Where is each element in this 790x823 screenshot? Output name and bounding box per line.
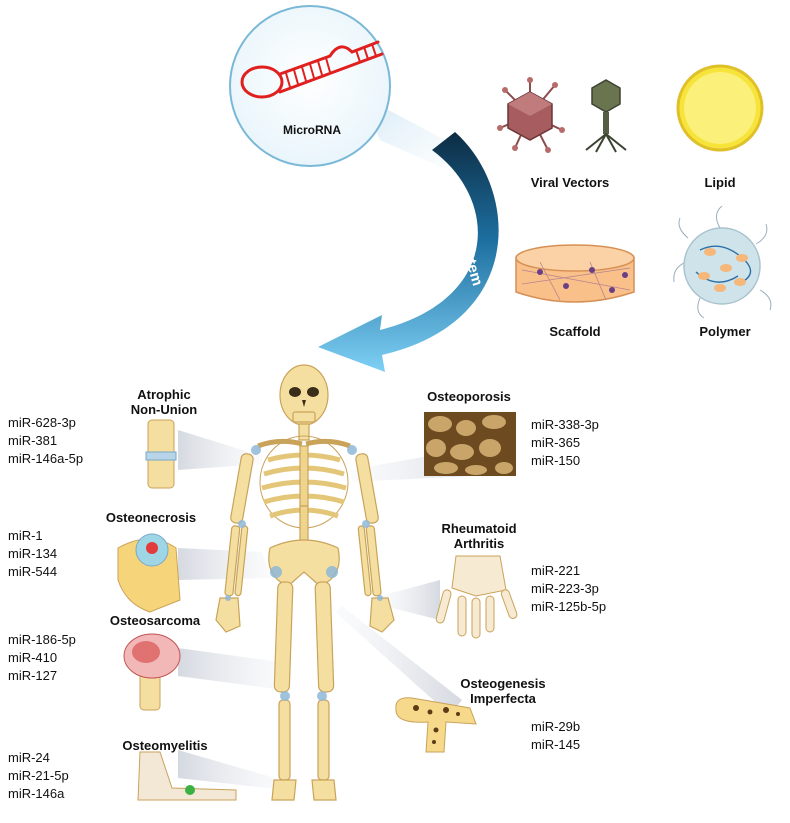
mirna-item: miR-381 [8, 433, 58, 448]
mirna-item: miR-223-3p [531, 581, 599, 596]
joint-markers [225, 445, 383, 701]
mirna-item: miR-628-3p [8, 415, 76, 430]
mirna-item: miR-127 [8, 668, 58, 683]
mirna-item: miR-544 [8, 564, 58, 579]
mirna-item: miR-146a [8, 786, 65, 801]
mirna-item: miR-150 [531, 453, 581, 468]
mirna-item: miR-134 [8, 546, 58, 561]
carrier-viral-vectors-label: Viral Vectors [530, 175, 610, 190]
atrophic-nonunion-mirnas: miR-628-3p miR-381 miR-146a-5p [8, 414, 83, 468]
lipid-icon [676, 64, 764, 152]
mirna-item: miR-125b-5p [531, 599, 607, 614]
osteoporosis-title: Osteoporosis [427, 389, 511, 404]
skeleton-figure [215, 364, 395, 801]
osteonecrosis-title: Osteonecrosis [105, 510, 197, 525]
osteogenesis-imperfecta-title: Osteogenesis Imperfecta [460, 676, 546, 706]
microrna-circle [229, 5, 391, 167]
viral-vector-icon [497, 77, 627, 153]
rheumatoid-arthritis-title: Rheumatoid Arthritis [441, 521, 517, 551]
osteoporosis-mirnas: miR-338-3p miR-365 miR-150 [531, 416, 599, 470]
mirna-item: miR-221 [531, 563, 581, 578]
atrophic-nonunion-title: Atrophic Non-Union [130, 387, 198, 417]
osteoporosis-icon [424, 412, 516, 476]
osteonecrosis-mirnas: miR-1 miR-134 miR-544 [8, 527, 57, 581]
mirna-item: miR-146a-5p [8, 451, 84, 466]
scaffold-icon [515, 244, 635, 303]
mirna-item: miR-338-3p [531, 417, 599, 432]
rheumatoid-arthritis-mirnas: miR-221 miR-223-3p miR-125b-5p [531, 562, 606, 616]
carrier-scaffold-label: Scaffold [549, 324, 601, 339]
osteomyelitis-mirnas: miR-24 miR-21-5p miR-146a [8, 749, 69, 803]
mirna-item: miR-186-5p [8, 632, 76, 647]
mirna-item: miR-1 [8, 528, 43, 543]
osteomyelitis-icon [137, 751, 237, 801]
polymer-icon [673, 205, 772, 319]
osteosarcoma-icon [123, 633, 181, 711]
carrier-polymer-label: Polymer [699, 324, 751, 339]
osteosarcoma-title: Osteosarcoma [109, 613, 201, 628]
microrna-hairpin-icon [240, 40, 384, 99]
mirna-item: miR-365 [531, 435, 581, 450]
osteogenesis-imperfecta-mirnas: miR-29b miR-145 [531, 718, 580, 754]
mirna-item: miR-21-5p [8, 768, 69, 783]
osteomyelitis-title: Osteomyelitis [122, 738, 208, 753]
rheumatoid-hand-icon [435, 555, 518, 639]
carrier-lipid-label: Lipid [704, 175, 736, 190]
osteosarcoma-mirnas: miR-186-5p miR-410 miR-127 [8, 631, 76, 685]
osteogenesis-imperfecta-icon [395, 697, 477, 753]
atrophic-nonunion-icon [145, 419, 177, 489]
delivery-arrow [318, 132, 499, 372]
osteonecrosis-icon [117, 533, 181, 613]
microrna-label: MicroRNA [282, 123, 341, 137]
mirna-item: miR-410 [8, 650, 58, 665]
mirna-item: miR-29b [531, 719, 581, 734]
mirna-item: miR-145 [531, 737, 581, 752]
mirna-item: miR-24 [8, 750, 50, 765]
